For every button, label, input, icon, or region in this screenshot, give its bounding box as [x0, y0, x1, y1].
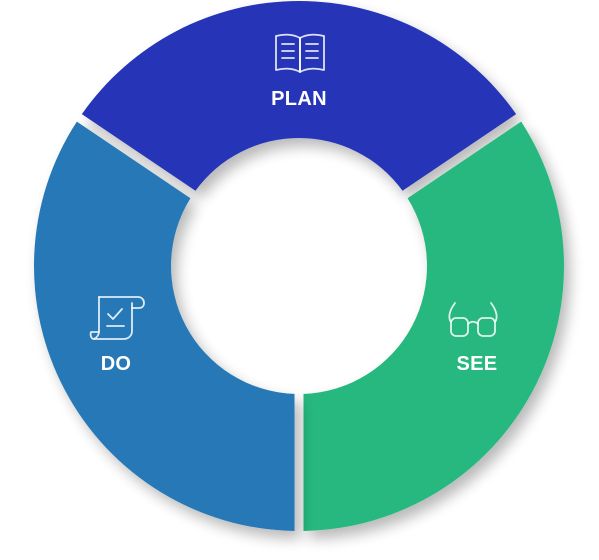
plan-segment — [81, 0, 517, 191]
scroll-check-icon — [89, 296, 145, 340]
ring-segments — [33, 0, 564, 531]
do-label: DO — [101, 353, 132, 375]
plan-label: PLAN — [271, 88, 327, 110]
see-label: SEE — [457, 353, 498, 375]
do-segment — [33, 121, 295, 531]
open-book-icon — [275, 33, 325, 73]
see-segment — [303, 121, 564, 531]
glasses-icon — [448, 302, 498, 337]
